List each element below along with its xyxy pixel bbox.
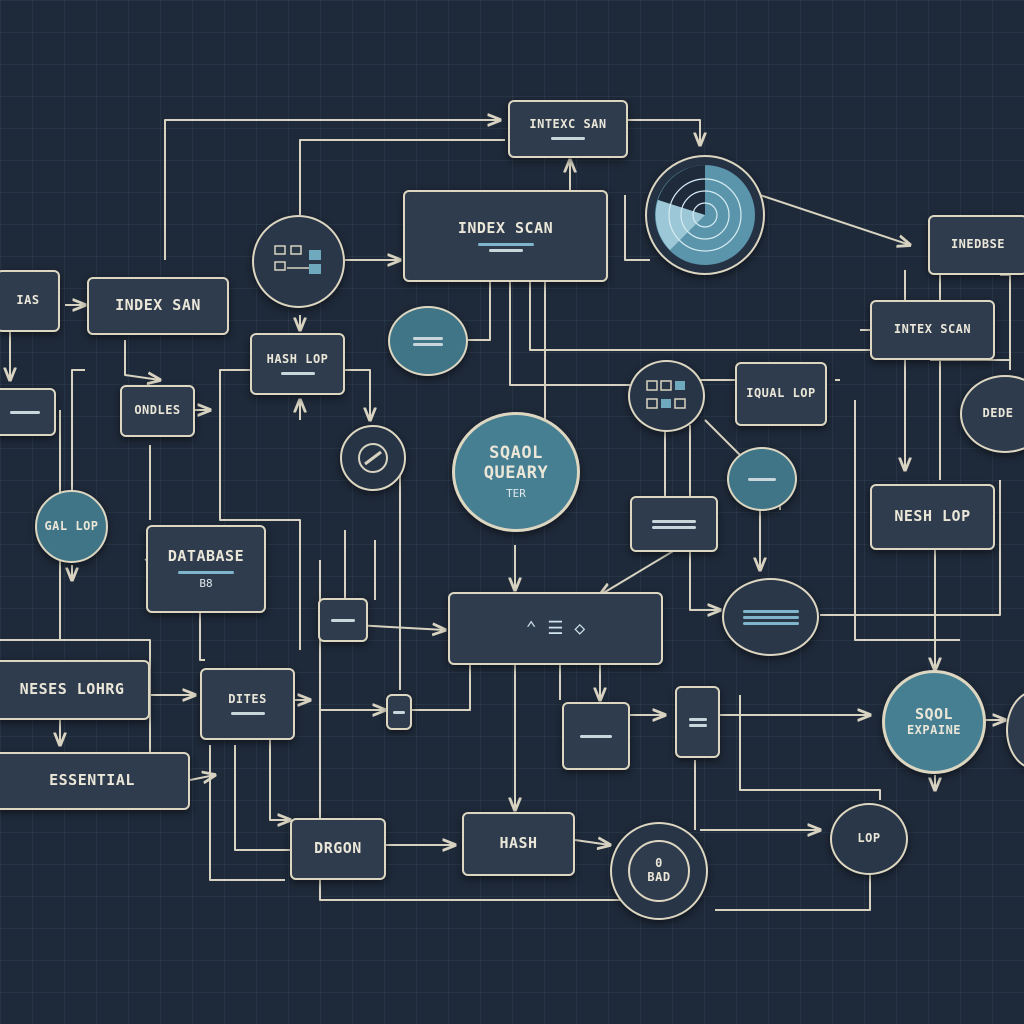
pie-chart-icon <box>655 165 755 265</box>
ondles-node[interactable]: ONDLES <box>120 385 195 437</box>
small-stack-node[interactable] <box>318 598 368 642</box>
indebse-node[interactable]: INEDBSE <box>928 215 1024 275</box>
gauge-icon <box>358 443 388 473</box>
essential-node[interactable]: ESSENTIAL <box>0 752 190 810</box>
node-bars <box>10 410 40 414</box>
grid-circle-node[interactable] <box>628 360 705 432</box>
node-bars <box>748 477 776 481</box>
node-bars <box>331 618 355 622</box>
index-scan-node-left[interactable]: INDEX SAN <box>87 277 229 335</box>
grid-icon <box>645 380 686 409</box>
left-edge-node[interactable] <box>0 388 56 436</box>
node-bars <box>230 712 265 716</box>
node-bars <box>413 336 443 346</box>
sql-explain-hub[interactable]: SQOL EXPAINE <box>882 670 986 774</box>
wire-group <box>0 120 1011 911</box>
bars-circle-node[interactable] <box>722 578 819 656</box>
gauge-node[interactable] <box>340 425 406 491</box>
small-grid-node[interactable] <box>630 496 718 552</box>
database-node[interactable]: DATABASE B8 <box>146 525 266 613</box>
small-stack-node[interactable] <box>675 686 720 758</box>
small-teal-circle-node[interactable] <box>727 447 797 511</box>
node-bars <box>742 609 799 625</box>
nested-loop-node-right[interactable]: NESH LOP <box>870 484 995 550</box>
chevron-icon: ⌃ ☰ ◇ <box>525 617 586 639</box>
hash-loop-node[interactable]: HASH LOP <box>250 333 345 395</box>
nested-loop-node-left[interactable]: NESES LOHRG <box>0 660 150 720</box>
index-scan-node-center[interactable]: INDEX SCAN <box>403 190 608 282</box>
inner-ring: 0 BAD <box>628 840 690 902</box>
node-bars <box>393 710 405 714</box>
status-circle-node[interactable] <box>388 306 468 376</box>
chevron-node[interactable]: ⌃ ☰ ◇ <box>448 592 663 665</box>
sql-query-hub[interactable]: SQAOL QUEARY TER <box>452 412 580 532</box>
node-bars <box>580 734 612 738</box>
node-bars <box>178 571 234 575</box>
node-bars <box>652 519 696 529</box>
node-bars <box>688 717 707 727</box>
small-grid-node[interactable] <box>562 702 630 770</box>
circle-right-edge-node[interactable]: DEDE <box>960 375 1024 453</box>
dites-node[interactable]: DITES <box>200 668 295 740</box>
small-stack-node[interactable] <box>386 694 412 730</box>
pie-chart-node[interactable] <box>645 155 765 275</box>
hash-node[interactable]: HASH <box>462 812 575 876</box>
circle-bottom-right-node[interactable]: LOP <box>830 803 908 875</box>
qual-lop-node[interactable]: IQUAL LOP <box>735 362 827 426</box>
drgon-node[interactable]: DRGON <box>290 818 386 880</box>
node-bars <box>551 137 585 141</box>
node-bars <box>280 372 315 376</box>
table-circle-node[interactable] <box>252 215 345 308</box>
index-scan-node-top[interactable]: INTEXC SAN <box>508 100 628 158</box>
circle-left-mid-node[interactable]: GAL LOP <box>35 490 108 563</box>
table-icon <box>273 244 321 274</box>
ias-node[interactable]: IAS <box>0 270 60 332</box>
circle-bottom-mid-node[interactable]: 0 BAD <box>610 822 708 920</box>
index-scan-node-right[interactable]: INTEX SCAN <box>870 300 995 360</box>
node-bars <box>477 243 534 253</box>
